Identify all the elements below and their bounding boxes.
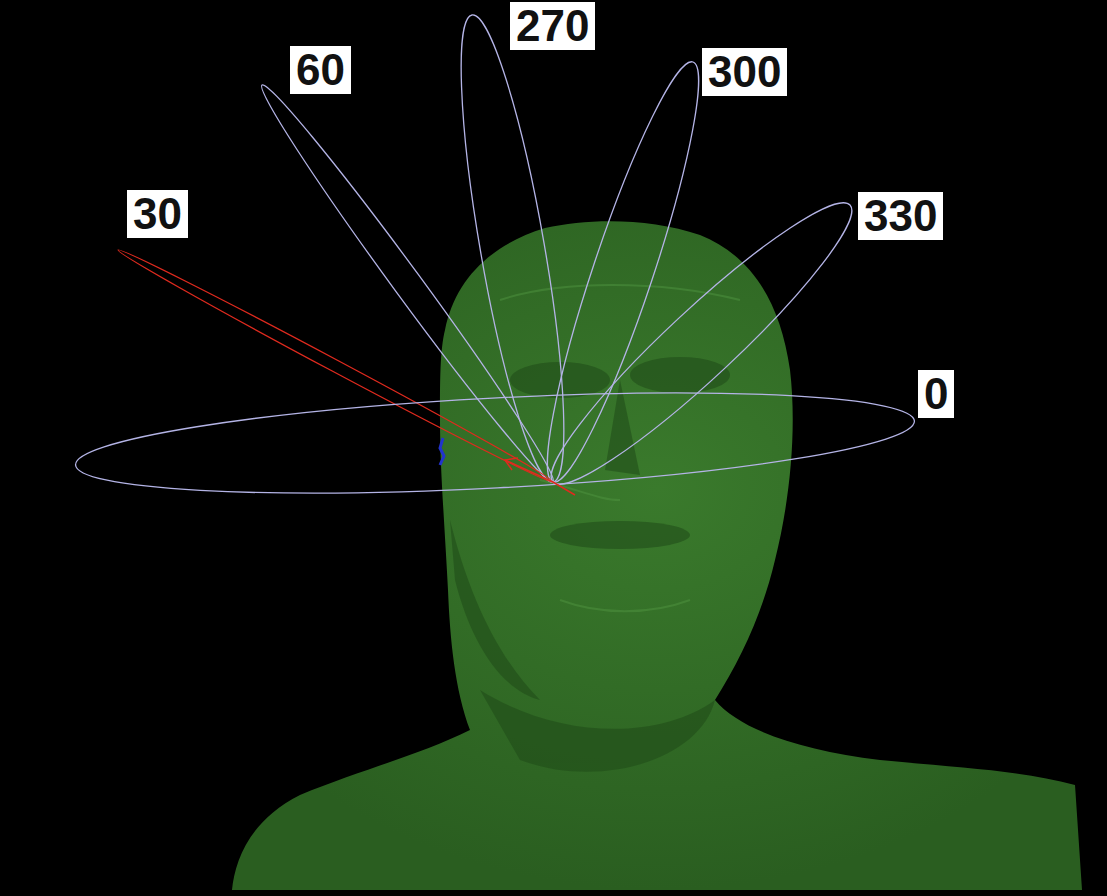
head-body [232,221,1082,890]
face-shading [450,357,730,772]
lobe-ellipse [525,53,722,492]
lobe-ellipse [440,10,584,488]
lobe-ellipse [73,376,917,510]
angle-label: 270 [510,2,595,50]
arrow-head [505,458,518,470]
surface-texture [500,285,740,611]
angle-label: 330 [858,192,943,240]
angle-label: 60 [290,46,351,94]
angle-label: 30 [127,190,188,238]
lobe-ellipse [251,77,565,491]
axis-arrow [505,460,575,495]
lobe-ellipse [530,180,873,507]
feed-marker [440,438,444,465]
angle-label: 0 [918,370,954,418]
angle-label: 300 [702,48,787,96]
lobe-ellipse [115,245,556,488]
